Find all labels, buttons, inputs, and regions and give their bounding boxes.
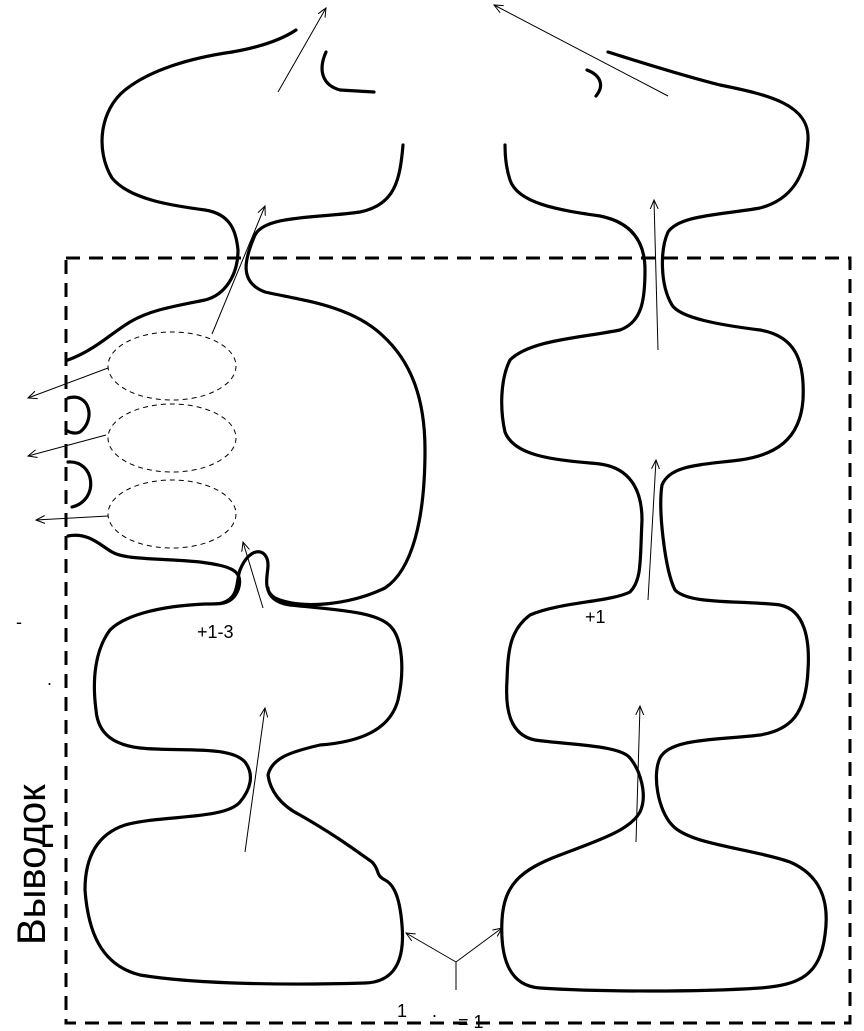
arrow-right-top-out (494, 5, 668, 96)
arrow-shed-3 (36, 516, 108, 520)
brood-frame (66, 258, 850, 1023)
shed-ellipses (108, 332, 236, 548)
fork-arrow-right (456, 928, 502, 962)
arrow-left-lower (245, 708, 265, 852)
left-top-fragment-a (232, 30, 296, 52)
left-growth-label: +1-3 (197, 622, 234, 642)
arrow-right-2 (648, 460, 656, 600)
bottom-equals-label: = 1 (458, 1012, 484, 1031)
left-chain-outline (66, 30, 425, 984)
right-outline-main (502, 52, 827, 991)
shed-ellipse-1 (108, 332, 236, 400)
right-growth-label: +1 (585, 607, 606, 627)
side-label-brood: Выводок (10, 784, 54, 945)
left-outline-upper-left (68, 52, 238, 360)
left-shed-cell-b (68, 462, 91, 507)
arrow-right-1 (654, 200, 658, 350)
side-dash-mark: - (16, 612, 22, 632)
left-outline-middle-right (222, 145, 425, 605)
arrow-left-upper (212, 206, 265, 334)
arrow-left-top-out (278, 8, 326, 92)
arrow-shed-1 (28, 368, 108, 398)
growth-arrows (28, 5, 668, 990)
side-dot-mark: . (47, 669, 52, 689)
shed-ellipse-2 (108, 404, 236, 472)
bottom-dot-mark: . (432, 1001, 437, 1021)
shed-ellipse-3 (108, 480, 236, 548)
fork-arrow-left (406, 933, 456, 962)
right-small-fragment (587, 70, 601, 96)
left-shed-cell-a (66, 397, 89, 433)
left-outline-lower (68, 535, 403, 984)
left-top-fragment-b (322, 52, 374, 92)
right-chain-outline (502, 52, 827, 991)
bottom-one-label: 1 (397, 1001, 407, 1021)
